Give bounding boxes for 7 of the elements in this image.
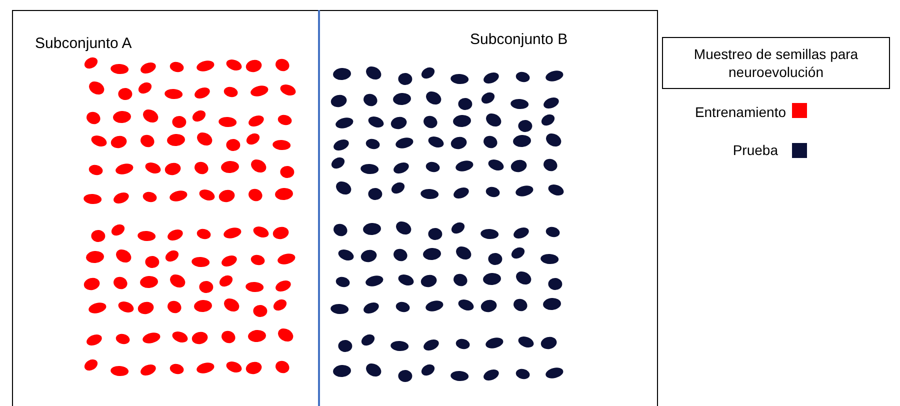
legend-label: Prueba — [732, 142, 778, 158]
subset-panel — [12, 10, 319, 406]
subset-heading: Subconjunto B — [470, 31, 568, 48]
title-box: Muestreo de semillas para neuroevolución — [662, 37, 890, 89]
subset-panel — [318, 10, 658, 406]
legend-label: Entrenamiento — [694, 104, 786, 120]
subset-heading: Subconjunto A — [35, 35, 132, 52]
